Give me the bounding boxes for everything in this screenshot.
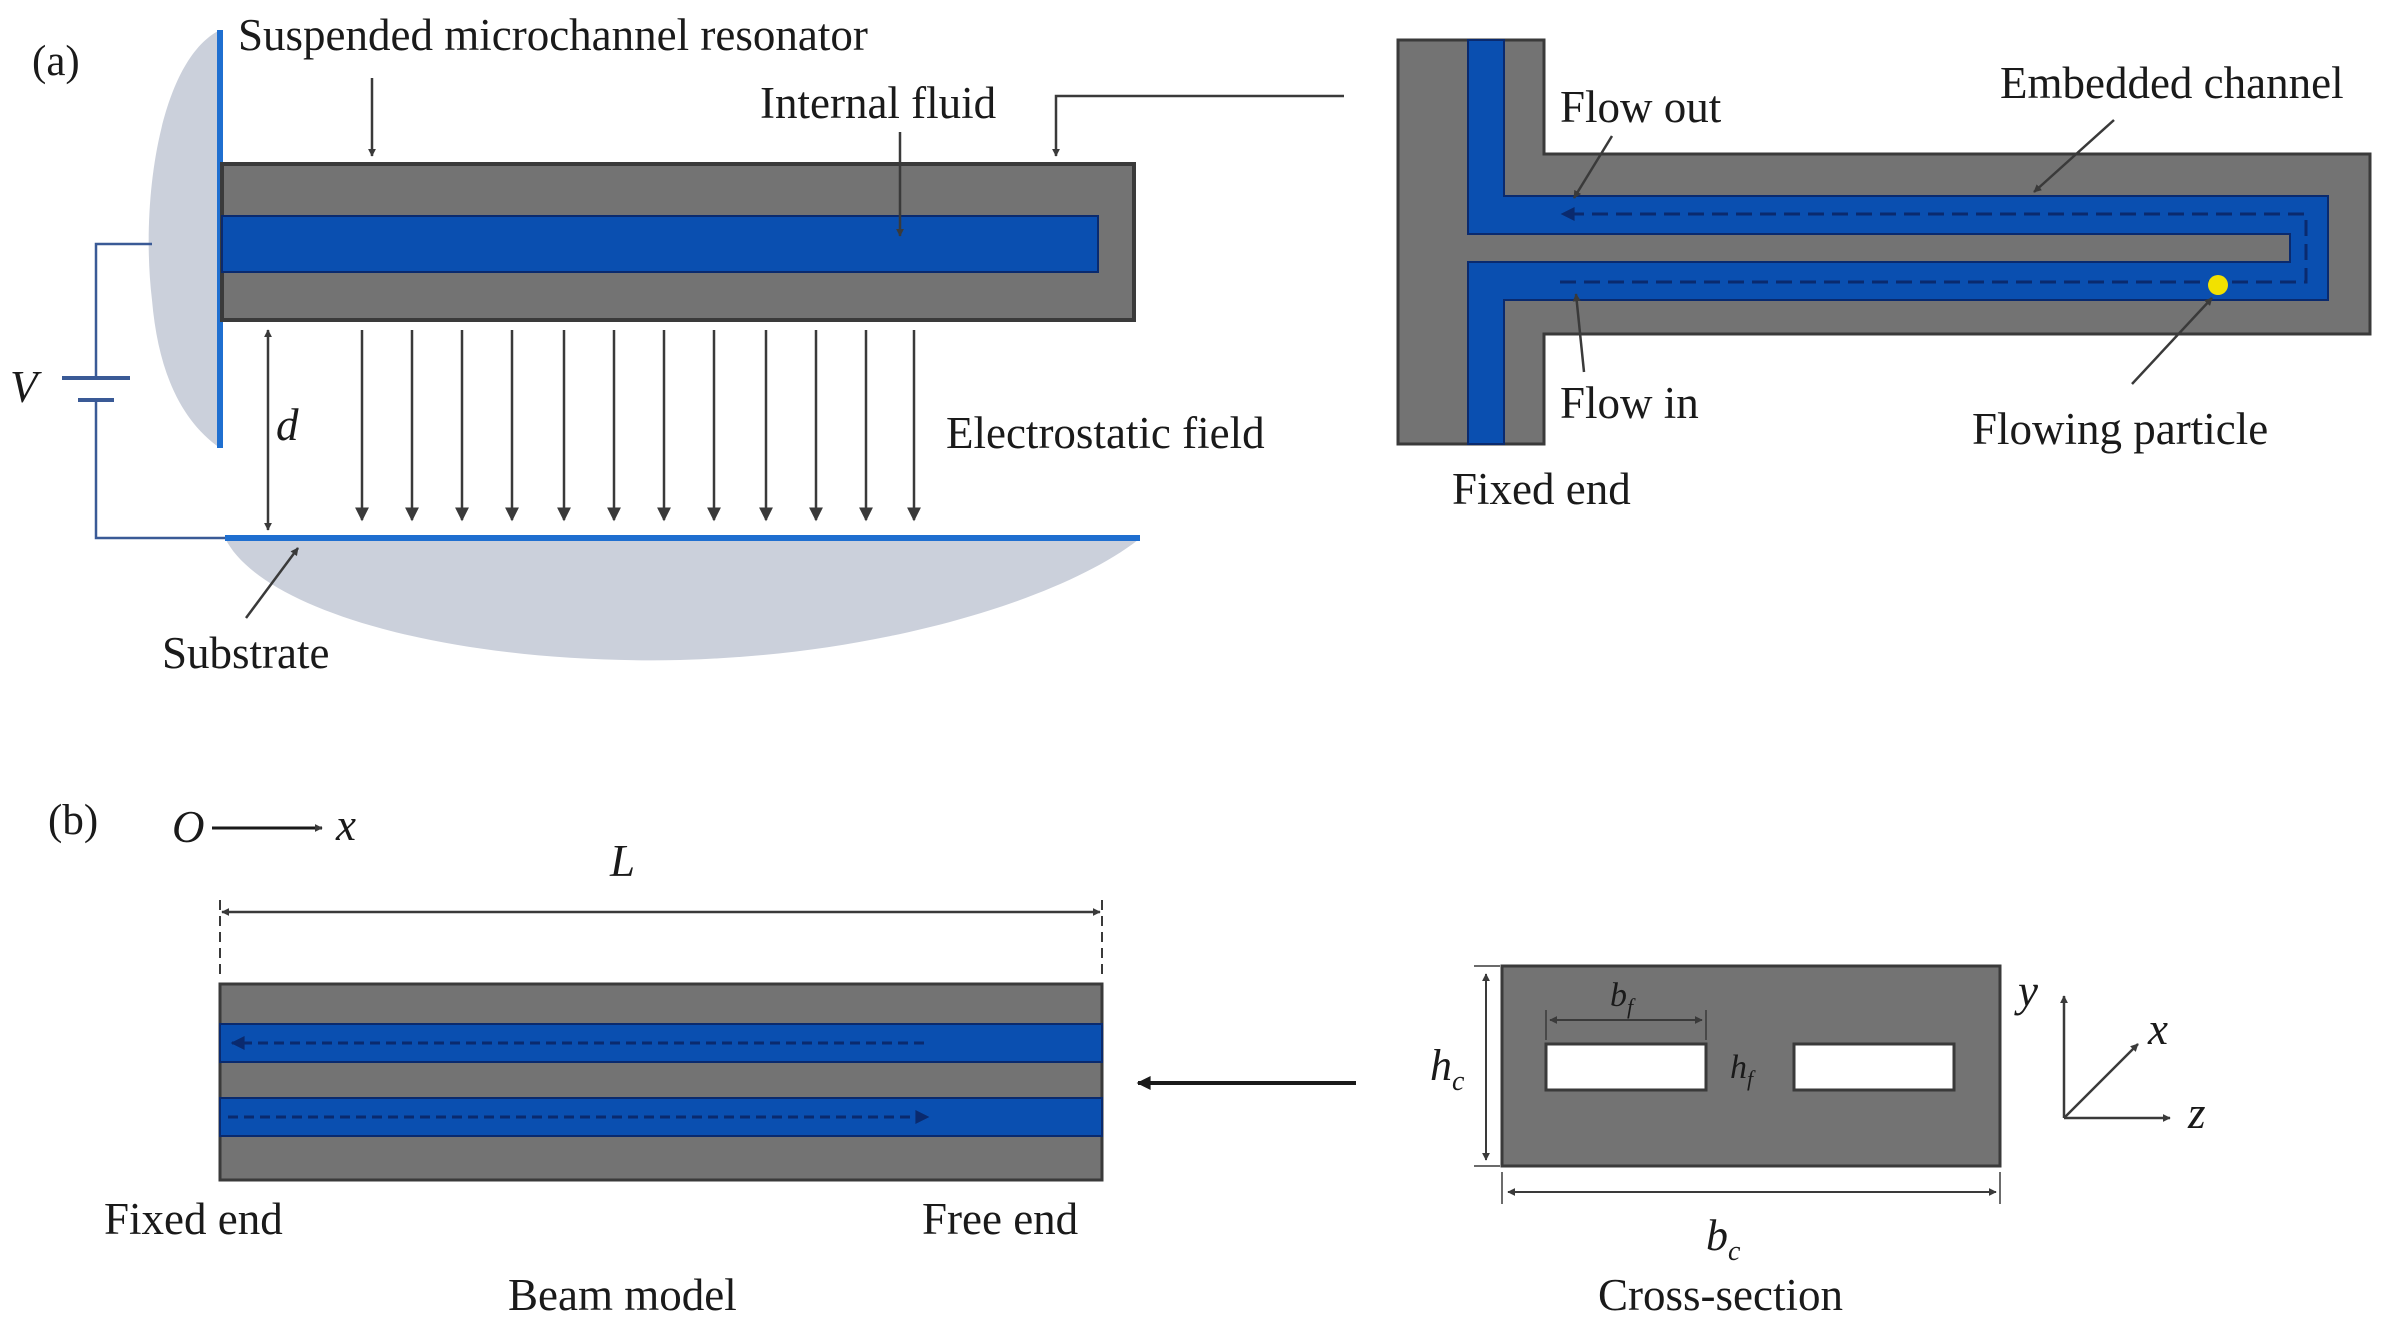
beam-model-label: Beam model (508, 1270, 737, 1320)
substrate-label: Substrate (162, 628, 329, 678)
panel-b-label: (b) (48, 797, 98, 844)
cross-section-label: Cross-section (1598, 1270, 1843, 1320)
panel-b-beam-model: (b) O x L Fixed end Free end Beam model (48, 797, 1104, 1320)
field-label: Electrostatic field (946, 408, 1265, 458)
substrate-shadow (225, 538, 1138, 661)
cross-section-channel-left (1544, 1042, 1708, 1092)
bf-label: bf (1610, 977, 1636, 1019)
panel-a-label: (a) (32, 38, 80, 85)
flowing-particle (2208, 275, 2228, 295)
flow-out-pointer (1572, 135, 1614, 199)
panel-a-side-view: (a) V d (10, 10, 1344, 678)
fixed-end-label-top: Fixed end (1452, 464, 1631, 514)
embedded-channel-label: Embedded channel (2000, 58, 2344, 108)
embedded-channel-pointer (2033, 119, 2115, 193)
x-axis-3d (2063, 1043, 2139, 1119)
origin-label: O (172, 802, 205, 852)
internal-fluid-label: Internal fluid (760, 78, 996, 128)
hc-label: hc (1430, 1041, 1465, 1097)
coordinate-axes (2060, 995, 2171, 1122)
cross-section-channel-right (1792, 1042, 1956, 1092)
beam-fixed-end-label: Fixed end (104, 1194, 283, 1244)
hf-label: hf (1730, 1049, 1756, 1091)
axis-y-label: y (2014, 966, 2038, 1016)
flow-out-label: Flow out (1560, 82, 1722, 132)
free-end-label: Free end (922, 1194, 1078, 1244)
panel-a-top-view: Flow out Embedded channel Flow in Flowin… (1396, 38, 2372, 514)
resonator-label: Suspended microchannel resonator (238, 10, 868, 60)
voltage-label: V (10, 362, 42, 412)
zoom-connector (1052, 94, 1344, 157)
embedded-channel-top (1467, 39, 2329, 445)
flow-in-pointer (1572, 293, 1586, 373)
flow-in-label: Flow in (1560, 378, 1699, 428)
axis-x-label: x (2147, 1004, 2168, 1054)
anchor-shadow (148, 30, 220, 448)
bc-label: bc (1706, 1211, 1741, 1267)
axis-z-label: z (2187, 1088, 2206, 1138)
flowing-particle-label: Flowing particle (1972, 404, 2268, 454)
gap-label: d (276, 400, 299, 450)
beam-body (218, 982, 1104, 1182)
beam-channel-upper (219, 1023, 1103, 1063)
x-axis-label: x (335, 800, 356, 850)
field-arrows (355, 330, 921, 522)
panel-b-cross-section: bf hf hc bc Cross-section y x z (1430, 964, 2206, 1320)
internal-fluid-channel (221, 215, 1099, 273)
particle-pointer (2131, 297, 2213, 385)
flow-path (1560, 207, 2308, 284)
voltage-source (62, 242, 225, 540)
length-label: L (609, 836, 635, 886)
substrate-pointer (244, 547, 300, 619)
top-view-body (1396, 38, 2372, 446)
